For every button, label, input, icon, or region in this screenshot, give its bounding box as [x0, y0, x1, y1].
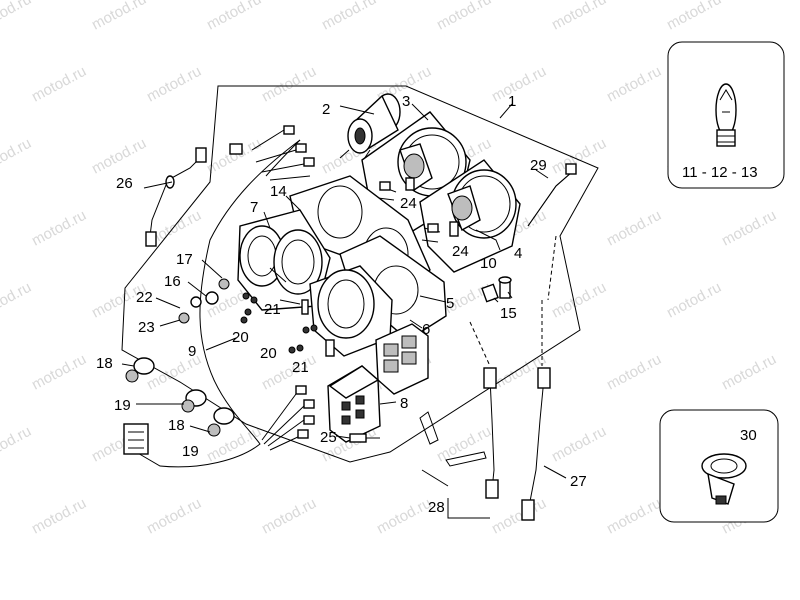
- callout-18: 18: [96, 355, 113, 372]
- part-8-connector-block: [327, 365, 381, 443]
- part-4-gauge-tray: [419, 159, 521, 273]
- watermark-text: motod.ru: [489, 63, 549, 106]
- callout-20: 20: [232, 329, 249, 346]
- callout-9: 9: [188, 343, 196, 360]
- clamp-inset: 30: [659, 409, 779, 523]
- watermark-text: motod.ru: [374, 495, 434, 538]
- callout-27: 27: [570, 473, 587, 490]
- callout-7: 7: [250, 199, 258, 216]
- clamp-inset-label: 30: [740, 427, 757, 444]
- watermark-text: motod.ru: [434, 0, 494, 34]
- callout-19-second: 19: [182, 443, 199, 460]
- watermark-text: motod.ru: [0, 279, 34, 322]
- part-10-fitting: [481, 283, 499, 303]
- part-29-cable: [527, 163, 577, 227]
- callout-21: 21: [264, 301, 281, 318]
- part-15-fitting: [498, 276, 512, 299]
- callout-10: 10: [480, 255, 497, 272]
- callout-23: 23: [138, 319, 155, 336]
- callout-17: 17: [176, 251, 193, 268]
- callout-21-second: 21: [292, 359, 309, 376]
- guide-lines: [469, 235, 557, 367]
- callout-22: 22: [136, 289, 153, 306]
- watermark-text: motod.ru: [604, 495, 664, 538]
- callout-28: 28: [428, 499, 445, 516]
- watermark-text: motod.ru: [29, 495, 89, 538]
- bulb-inset-label: 11 - 12 - 13: [682, 164, 758, 181]
- part-6-warning-panel: [375, 323, 429, 395]
- callout-1: 1: [508, 93, 516, 110]
- watermark-text: motod.ru: [204, 0, 264, 34]
- callout-6: 6: [422, 321, 430, 338]
- callout-20-second: 20: [260, 345, 277, 362]
- watermark-text: motod.ru: [664, 0, 724, 34]
- watermark-text: motod.ru: [664, 279, 724, 322]
- watermark-text: motod.ru: [489, 495, 549, 538]
- callout-18-second: 18: [168, 417, 185, 434]
- part-9-wiring-harness: [123, 125, 315, 468]
- watermark-text: motod.ru: [259, 495, 319, 538]
- part-26-lead: [145, 147, 207, 247]
- callout-29: 29: [530, 157, 547, 174]
- watermark-text: motod.ru: [604, 207, 664, 250]
- fasteners: [125, 278, 318, 437]
- watermark-text: motod.ru: [719, 207, 779, 250]
- callout-8: 8: [400, 395, 408, 412]
- leader-lines: [121, 103, 567, 519]
- watermark-text: motod.ru: [259, 63, 319, 106]
- watermark-text: motod.ru: [29, 351, 89, 394]
- watermark-text: motod.ru: [89, 0, 149, 34]
- watermark-text: motod.ru: [549, 0, 609, 34]
- watermark-text: motod.ru: [549, 423, 609, 466]
- callout-24-second: 24: [452, 243, 469, 260]
- assembly-outline: [121, 85, 599, 463]
- part-27-cable: [483, 367, 551, 521]
- part-5-instrument-cup: [301, 265, 393, 357]
- watermark-text: motod.ru: [0, 0, 34, 34]
- watermark-text: motod.ru: [0, 135, 34, 178]
- watermark-text: motod.ru: [319, 0, 379, 34]
- callout-16: 16: [164, 273, 181, 290]
- watermark-text: motod.ru: [29, 63, 89, 106]
- callout-5: 5: [446, 295, 454, 312]
- watermark-text: motod.ru: [29, 207, 89, 250]
- watermark-text: motod.ru: [549, 279, 609, 322]
- bulb-inset: 11 - 12 - 13: [667, 41, 785, 189]
- watermark-text: motod.ru: [604, 351, 664, 394]
- watermark-text: motod.ru: [144, 63, 204, 106]
- part-28-clips: [419, 411, 487, 467]
- callout-26: 26: [116, 175, 133, 192]
- callout-3: 3: [402, 93, 410, 110]
- watermark-text: motod.ru: [0, 423, 34, 466]
- callout-14: 14: [270, 183, 287, 200]
- part-2-housing: [339, 93, 401, 163]
- callout-25: 25: [320, 429, 337, 446]
- watermark-text: motod.ru: [549, 135, 609, 178]
- callout-24: 24: [400, 195, 417, 212]
- callout-15: 15: [500, 305, 517, 322]
- callout-4: 4: [514, 245, 522, 262]
- watermark-text: motod.ru: [604, 63, 664, 106]
- watermark-text: motod.ru: [144, 495, 204, 538]
- callout-19: 19: [114, 397, 131, 414]
- part-7-instrument-cup: [237, 209, 331, 311]
- watermark-text: motod.ru: [719, 351, 779, 394]
- watermark-text: motod.ru: [434, 423, 494, 466]
- callout-2: 2: [322, 101, 330, 118]
- callout-labels: 1 2 3 4 5 6 7 8 9 10 14 15 16 17 18 18 1…: [96, 93, 587, 516]
- watermark-text: motod.ru: [89, 135, 149, 178]
